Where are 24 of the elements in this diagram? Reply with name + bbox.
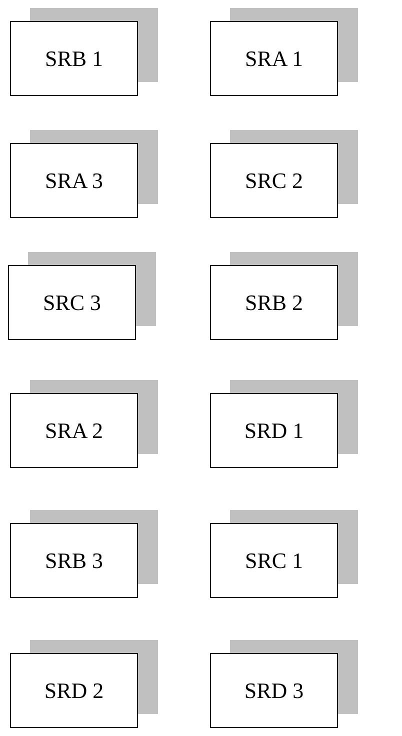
box-label: SRA 2	[44, 418, 104, 444]
shadowed-box	[210, 640, 360, 728]
box-label: SRB 1	[44, 46, 104, 72]
box-label: SRD 2	[44, 678, 104, 704]
shadowed-box	[10, 130, 160, 218]
box-label: SRD 1	[244, 418, 304, 444]
shadowed-box	[210, 130, 360, 218]
box-label: SRC 3	[42, 290, 102, 316]
shadowed-box	[210, 252, 360, 340]
shadowed-box	[8, 252, 158, 340]
shadowed-box	[10, 510, 160, 598]
shadowed-box	[10, 380, 160, 468]
shadowed-box	[210, 8, 360, 96]
box-label: SRB 3	[44, 548, 104, 574]
shadowed-box	[210, 510, 360, 598]
box-label: SRC 2	[244, 168, 304, 194]
box-label: SRD 3	[244, 678, 304, 704]
box-label: SRA 3	[44, 168, 104, 194]
shadowed-box	[10, 640, 160, 728]
shadowed-box	[210, 380, 360, 468]
box-label: SRA 1	[244, 46, 304, 72]
box-label: SRB 2	[244, 290, 304, 316]
box-label: SRC 1	[244, 548, 304, 574]
shadowed-box	[10, 8, 160, 96]
